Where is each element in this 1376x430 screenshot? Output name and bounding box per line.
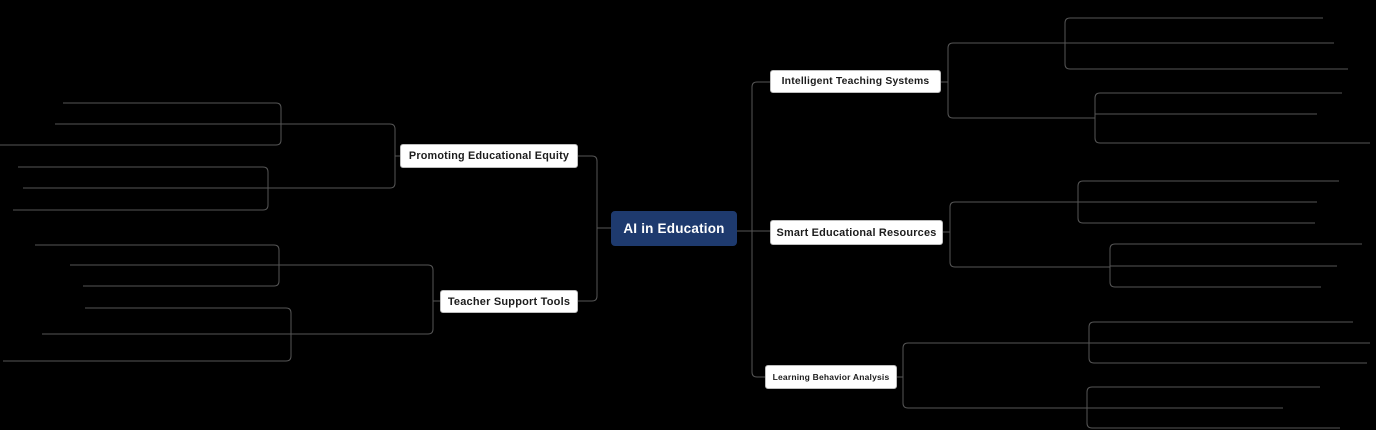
branch-node-smart-educational-resources[interactable]: Smart Educational Resources	[770, 220, 943, 245]
branch-node-teacher-support-tools[interactable]: Teacher Support Tools	[440, 290, 578, 313]
root-node[interactable]: AI in Education	[611, 211, 737, 246]
branch-node-learning-behavior-analysis[interactable]: Learning Behavior Analysis	[765, 365, 897, 389]
branch-node-intelligent-teaching-systems[interactable]: Intelligent Teaching Systems	[770, 70, 941, 93]
branch-node-promoting-educational-equity[interactable]: Promoting Educational Equity	[400, 144, 578, 168]
